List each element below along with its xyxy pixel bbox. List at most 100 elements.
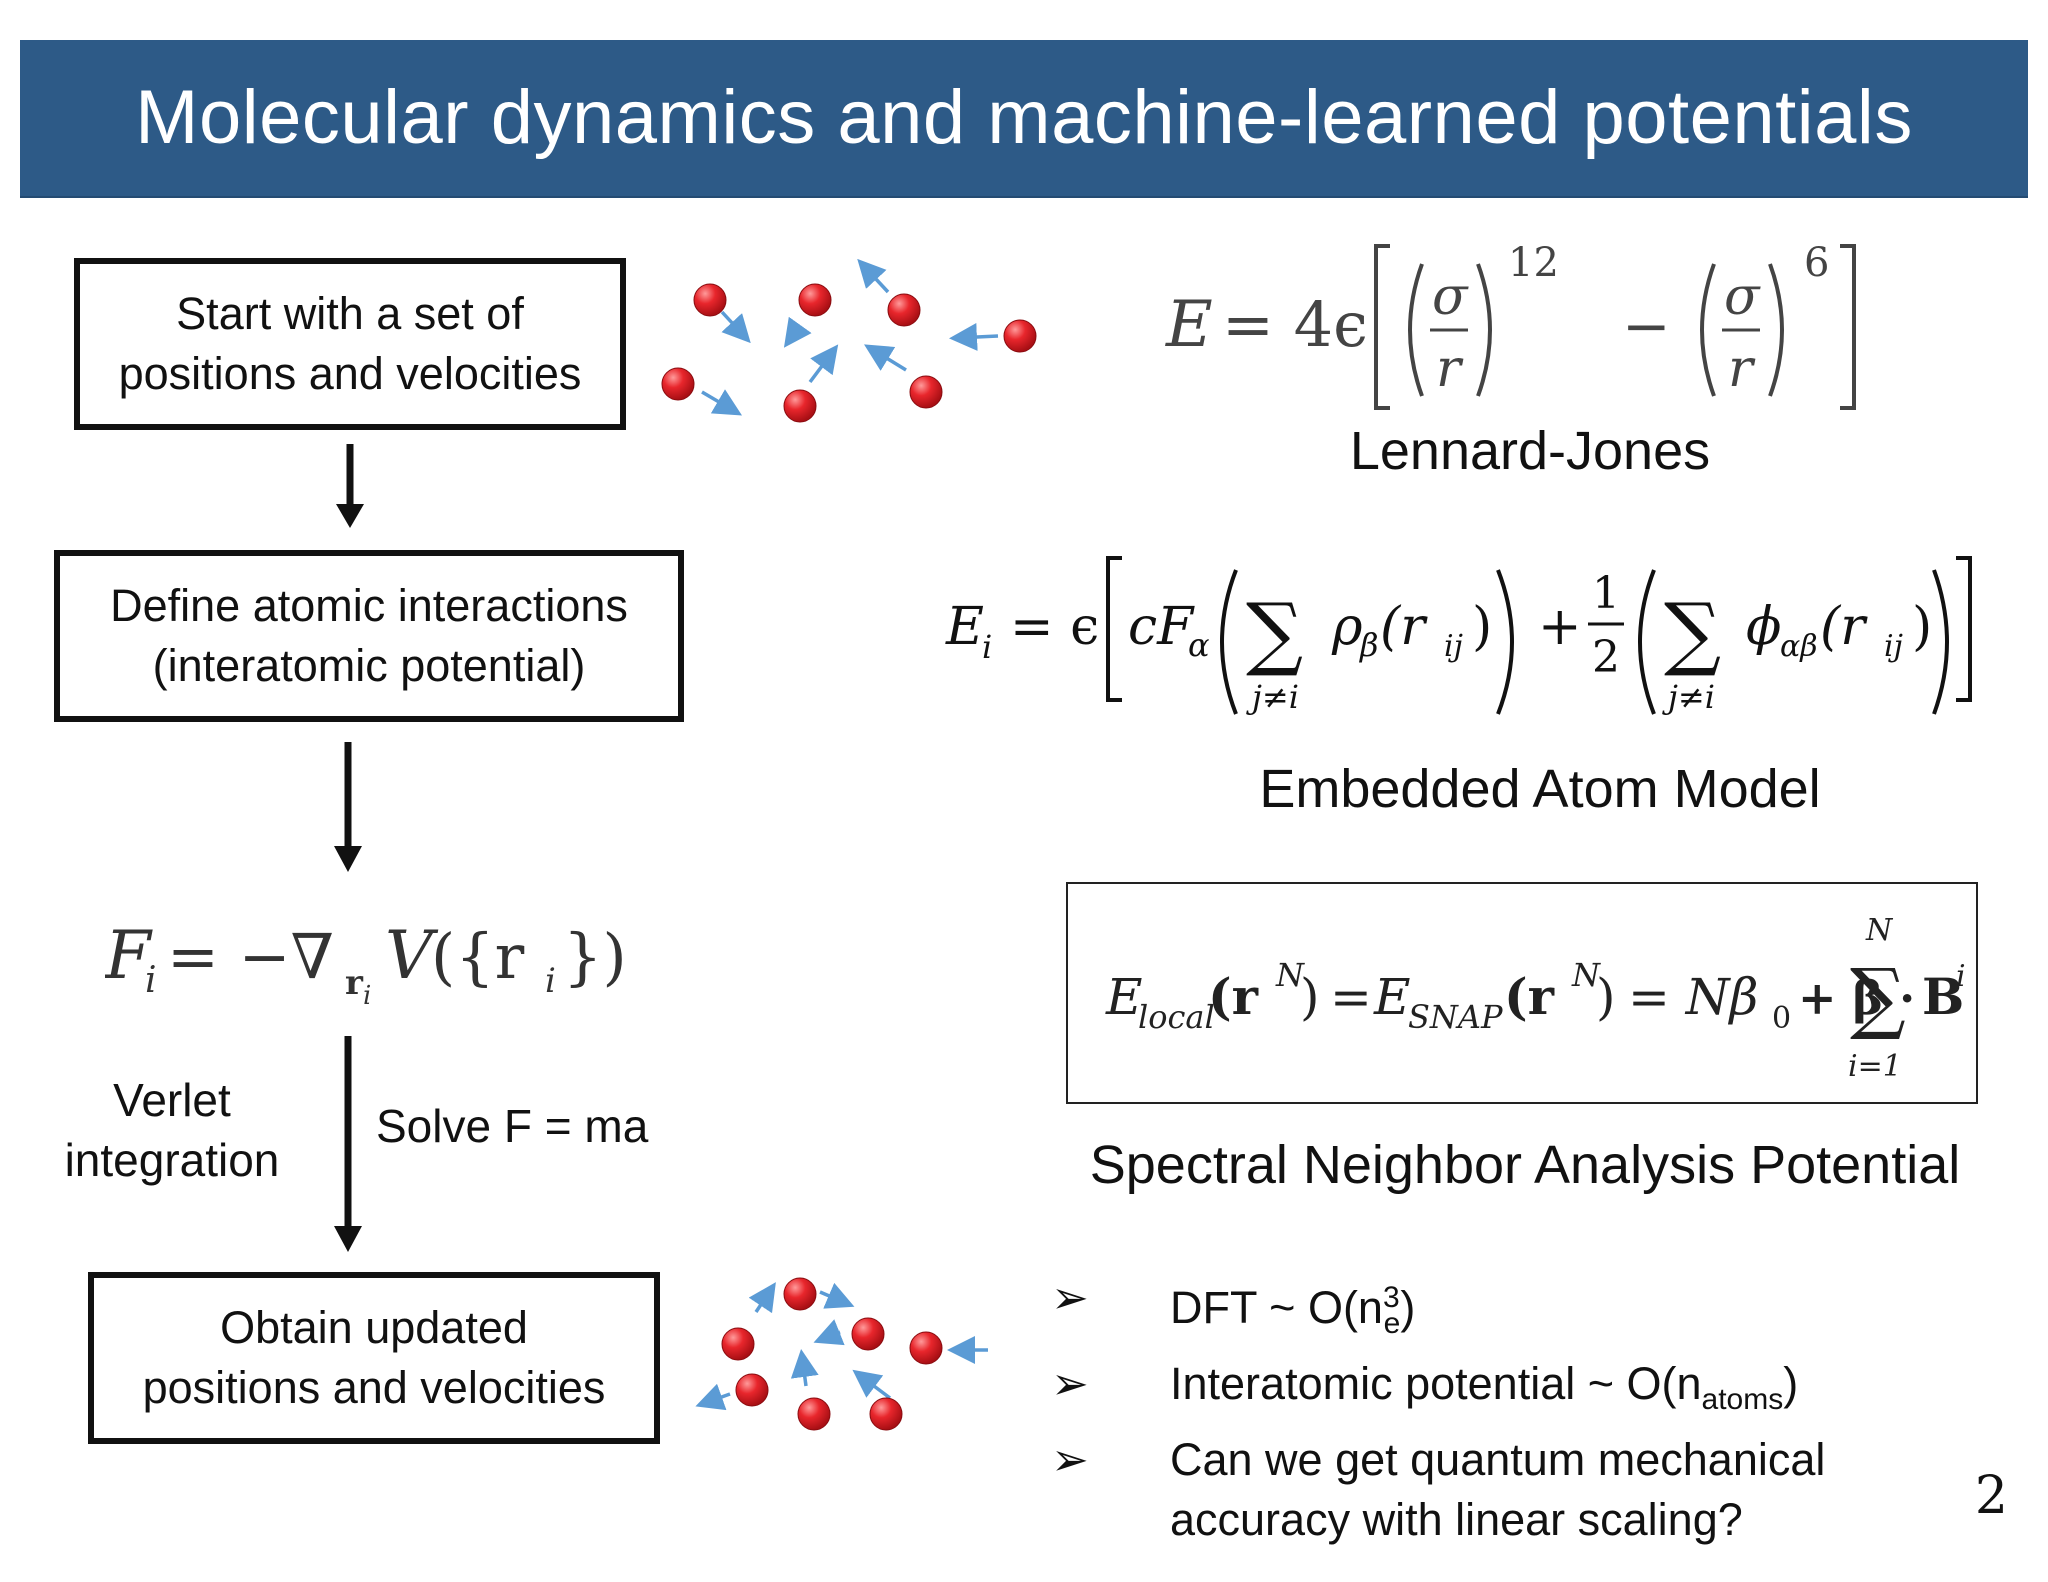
atom [851,1317,885,1351]
bullet-question: ➢ Can we get quantum mechanical accuracy… [1040,1430,1940,1550]
eam-rho: ρ [1331,597,1363,657]
eam-plus: + [1538,597,1582,657]
verlet-line1: Verlet [113,1074,231,1126]
flow-box-obtain-line2: positions and velocities [142,1362,606,1413]
flow-arrow-3 [334,1036,362,1252]
bullet-list: ➢ DFT ~ O(n3e) ➢ Interatomic potential ~… [1040,1268,1940,1550]
bullet-dft-sup: 3 [1382,1281,1400,1314]
atom [735,1373,769,1407]
snap-rn-1-end: ) [1300,968,1320,1026]
bullet-interatomic-pre: Interatomic potential ~ O(n [1170,1358,1702,1409]
eam-sum-1: ∑ [1246,586,1303,679]
lj-exp-6: 6 [1804,240,1829,286]
lj-sigma-1: σ [1432,267,1469,327]
eam-half-num: 1 [1592,568,1620,619]
snap-rn-2-sup: N [1571,956,1601,994]
eam-sum-2: ∑ [1664,586,1721,679]
flow-box-start-line1: Start with a set of [176,288,524,339]
atom [783,1277,817,1311]
eam-rij-2-end: ) [1912,597,1932,657]
snap-b: B [1922,967,1964,1026]
lj-exp-12: 12 [1508,240,1559,286]
eam-sum-2-sub: j≠i [1662,678,1715,716]
snap-esnap-sub: SNAP [1408,998,1503,1036]
snap-elocal: E [1105,968,1143,1026]
bullet-question-line1: Can we get quantum mechanical [1170,1434,1826,1485]
flow-box-start: Start with a set of positions and veloci… [74,258,626,430]
force-args: ({r [431,920,525,993]
flow-box-define: Define atomic interactions (interatomic … [54,550,684,722]
eam-cf: cF [1128,597,1195,657]
lj-caption: Lennard-Jones [1349,421,1711,481]
snap-sum-bottom: i=1 [1848,1049,1902,1084]
eam-sum-1-sub: j≠i [1246,678,1299,716]
atom [798,283,832,317]
bullet-arrow-icon: ➢ [1051,1358,1089,1409]
flow-box-define-line1: Define atomic interactions [110,580,628,631]
force-v: V [385,917,439,994]
bullet-interatomic-sub: atoms [1701,1383,1784,1416]
snap-sum: ∑ [1850,953,1906,1043]
snap-b-sup: i [1956,959,1966,994]
force-lhs-sub: i [145,960,157,1001]
atom [797,1397,831,1431]
snap-formula-box [1066,882,1978,1104]
bullet-dft: ➢ DFT ~ O(n3e) [1040,1268,1940,1354]
flow-box-start-line2: positions and velocities [118,348,582,399]
bullet-interatomic-post: ) [1783,1358,1799,1409]
snap-formula: E local (r N ) = E SNAP (r N ) = Nβ 0 + … [1105,913,1966,1084]
atom [721,1327,755,1361]
lj-minus: − [1622,292,1671,360]
atom [693,283,727,317]
page-number: 2 [1974,1466,2008,1526]
atom [909,1331,943,1365]
force-eq-grad: = −∇ [167,920,334,993]
bullet-arrow-icon: ➢ [1051,1434,1089,1485]
flow-arrow-1 [336,444,364,528]
title-banner: Molecular dynamics and machine-learned p… [20,40,2028,198]
flow-box-obtain-line1: Obtain updated [220,1302,528,1353]
snap-sum-top: N [1865,913,1894,948]
eam-rij-1: (r [1380,597,1428,657]
eam-phi-sub: αβ [1780,629,1818,664]
bullet-interatomic: ➢ Interatomic potential ~ O(natoms) [1040,1354,1940,1430]
snap-beta0-sub: 0 [1772,1001,1791,1036]
snap-esnap: E [1373,968,1411,1026]
flow-box-define-line2: (interatomic potential) [152,640,586,691]
eam-rij-1-sub: ij [1444,629,1463,664]
eam-phi: ϕ [1746,597,1781,657]
eam-caption: Embedded Atom Model [1259,759,1821,819]
eam-eq: = ϵ [1010,597,1099,657]
eam-formula: E i = ϵ cF α ∑ j≠i ρ β (r ij ) + 1 2 ∑ j… [945,556,1972,716]
lj-r-2: r [1728,339,1756,399]
snap-caption: Spectral Neighbor Analysis Potential [1089,1135,1961,1195]
snap-rn-2-end: ) [1596,968,1616,1026]
force-grad-sub: r [345,963,364,1003]
solve-label: Solve F = ma [376,1100,649,1152]
verlet-label: Verlet integration [52,1070,292,1190]
bullet-dft-sub: e [1383,1307,1401,1340]
snap-plus-beta: + β · [1798,971,1915,1025]
lj-formula: E = 4ϵ σ r 12 − σ r 6 [1165,240,1856,410]
bullet-question-line2: accuracy with linear scaling? [1170,1494,1743,1545]
force-grad-subsub: i [363,981,371,1010]
atoms-updated [695,1277,988,1431]
atom [661,367,695,401]
snap-rn-1: (r [1208,967,1259,1026]
lj-sigma-2: σ [1724,267,1761,327]
page-title: Molecular dynamics and machine-learned p… [135,75,1913,160]
verlet-line2: integration [64,1134,280,1186]
flow-arrow-2 [334,742,362,872]
snap-elocal-sub: local [1138,998,1215,1036]
lj-r-1: r [1436,339,1464,399]
atom [909,375,943,409]
eam-rij-1-end: ) [1472,597,1492,657]
eam-half-den: 2 [1592,632,1620,683]
bullet-dft-pre: DFT ~ O(n [1170,1282,1383,1333]
force-args-end: }) [563,920,625,993]
eam-e-sub: i [982,628,992,666]
atom [783,389,817,423]
snap-n-beta: = Nβ [1628,968,1758,1026]
eam-rij-2-sub: ij [1884,629,1903,664]
eam-rij-2: (r [1820,597,1868,657]
